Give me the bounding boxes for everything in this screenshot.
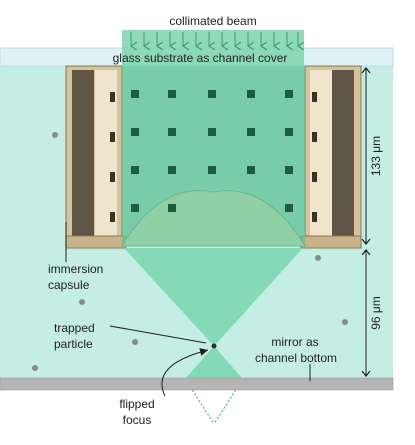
- label-mirror-line1: mirror as: [271, 335, 318, 349]
- immersion-capsule: [65, 65, 362, 249]
- label-focus-line2: focus: [123, 413, 152, 427]
- label-collimated-beam: collimated beam: [169, 14, 256, 28]
- label-particle-line1: trapped: [54, 321, 95, 335]
- label-particle-line2: particle: [54, 337, 93, 351]
- mirror: [0, 377, 394, 391]
- square-markers: [131, 90, 293, 212]
- focused-beam-cone: [124, 248, 303, 346]
- label-capsule-line2: capsule: [48, 278, 90, 292]
- dimension-label-lower: 96 μm: [369, 296, 383, 330]
- leader-lines: [65, 222, 311, 397]
- floating-particles: [32, 132, 348, 371]
- reflected-beam: [186, 346, 242, 378]
- beam-arrows: [131, 32, 298, 46]
- label-focus-line1: flipped: [119, 397, 154, 411]
- lens-dome: [121, 190, 306, 247]
- dimension-label-upper: 133 μm: [369, 136, 383, 176]
- label-mirror-line2: channel bottom: [255, 351, 337, 365]
- label-capsule-line1: immersion: [48, 262, 103, 276]
- trapped-particle: [211, 343, 217, 349]
- label-glass-substrate: glass substrate as channel cover: [113, 51, 288, 65]
